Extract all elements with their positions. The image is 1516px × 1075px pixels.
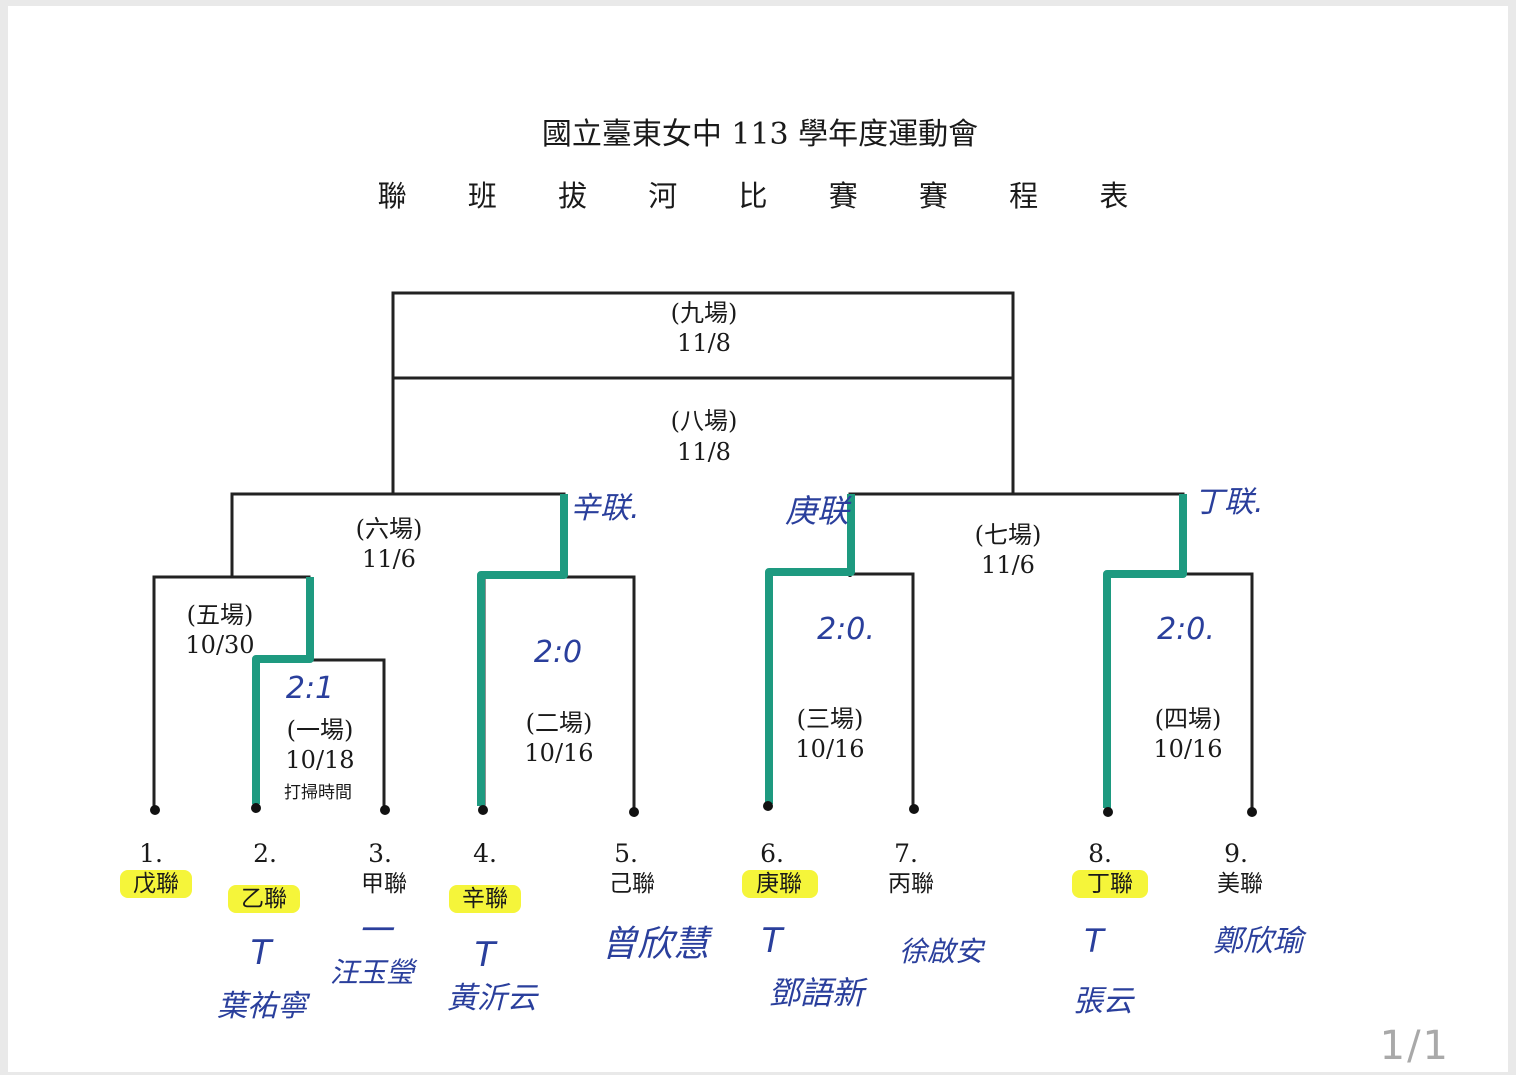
team-3-mark: 一: [358, 911, 395, 951]
team-2-name: 乙聯: [241, 886, 287, 912]
line-match-3: [766, 572, 915, 808]
team-representatives: 葉祐寧 汪玉瑩 黃沂云 曾欣慧 鄧語新 徐啟安 張云 鄭欣瑜: [217, 924, 1307, 1024]
team-5-seed: 5.: [614, 839, 638, 868]
page-indicator: 1/1: [1379, 1023, 1450, 1069]
team-5-name: 己聯: [609, 871, 655, 897]
tournament-sheet: 國立臺東女中 113 學年度運動會 聯 班 拔 河 比 賽 賽 程 表 (九場)…: [8, 6, 1508, 1072]
match-7-winner: 丁联.: [1194, 485, 1264, 520]
endpoint-7: [909, 804, 919, 814]
endpoint-2: [251, 803, 261, 813]
team-2-seed: 2.: [253, 839, 277, 868]
match-4-round: (四場): [1155, 705, 1222, 733]
team-7-seed: 7.: [894, 839, 918, 868]
team-marks: T 一 T T T: [251, 911, 1107, 975]
highlight-team-1: [120, 870, 192, 898]
team-7-name: 丙聯: [888, 871, 934, 897]
winner-path-team-4: [477, 494, 568, 806]
winner-path-team-6: [765, 494, 855, 804]
match-7-round: (七場): [975, 521, 1042, 549]
highlight-team-8: [1072, 870, 1148, 898]
team-8-rep: 張云: [1073, 984, 1135, 1019]
team-6-seed: 6.: [760, 839, 784, 868]
match-2-date: 10/16: [524, 739, 593, 767]
team-4-mark: T: [475, 935, 498, 975]
highlights: [120, 870, 1148, 913]
team-3-name: 甲聯: [361, 871, 407, 897]
match-4-date: 10/16: [1153, 735, 1222, 763]
team-1-seed: 1.: [139, 839, 163, 868]
team-1-name: 戊聯: [133, 871, 179, 897]
document-title: 國立臺東女中 113 學年度運動會: [542, 117, 978, 152]
match-9-date: 11/8: [677, 329, 731, 357]
team-5-rep: 曾欣慧: [601, 924, 713, 965]
endpoint-1: [150, 805, 160, 815]
match-8-date: 11/8: [677, 438, 731, 466]
team-8-seed: 8.: [1088, 839, 1112, 868]
winner-paths: [252, 494, 1187, 808]
team-9-seed: 9.: [1224, 839, 1248, 868]
bracket-canvas: 國立臺東女中 113 學年度運動會 聯 班 拔 河 比 賽 賽 程 表 (九場)…: [120, 117, 1307, 1024]
match-4-score: 2:0.: [1157, 612, 1215, 647]
line-final-9: [391, 291, 1015, 494]
winner-path-team-8: [1103, 494, 1187, 808]
team-2-mark: T: [251, 933, 274, 973]
team-seeds: 1. 2. 3. 4. 5. 6. 7. 8. 9.: [139, 839, 1248, 868]
match-6-round: (六場): [356, 515, 423, 543]
match-1-date: 10/18: [285, 746, 354, 774]
team-7-rep: 徐啟安: [899, 935, 986, 968]
line-match-2: [482, 575, 636, 811]
endpoint-3: [380, 805, 390, 815]
endpoint-9: [1247, 807, 1257, 817]
match-1-round: (一場): [287, 716, 354, 744]
team-2-rep: 葉祐寧: [217, 989, 311, 1024]
match-1-score: 2:1: [286, 671, 334, 706]
match-6-winner: 辛联.: [570, 491, 640, 526]
endpoint-5: [629, 807, 639, 817]
match-2-round: (二場): [526, 709, 593, 737]
highlight-team-6: [742, 870, 818, 898]
line-match-4: [1104, 572, 1254, 811]
match-3-date: 10/16: [795, 735, 864, 763]
match-8-round: (八場): [671, 407, 738, 435]
highlight-team-4: [449, 885, 521, 913]
team-8-name: 丁聯: [1087, 871, 1133, 897]
semifinal-note: 庚联: [785, 492, 852, 530]
match-6-date: 11/6: [362, 545, 416, 573]
match-5-round: (五場): [187, 601, 254, 629]
team-6-mark: T: [762, 921, 785, 961]
team-9-name: 美聯: [1217, 871, 1263, 897]
match-3-round: (三場): [797, 705, 864, 733]
endpoint-8: [1103, 807, 1113, 817]
match-9-round: (九場): [671, 299, 738, 327]
winner-path-team-2: [252, 577, 314, 804]
match-1-note: 打掃時間: [284, 783, 352, 803]
team-4-rep: 黃沂云: [447, 981, 539, 1016]
team-9-rep: 鄭欣瑜: [1213, 924, 1307, 959]
team-8-mark: T: [1084, 922, 1106, 960]
team-6-rep: 鄧語新: [768, 974, 868, 1012]
team-3-rep: 汪玉瑩: [330, 956, 418, 989]
match-2-score: 2:0: [534, 635, 582, 670]
endpoint-6: [763, 801, 773, 811]
team-endpoints: [150, 801, 1257, 817]
match-7-date: 11/6: [981, 551, 1035, 579]
match-3-score: 2:0.: [817, 612, 875, 647]
team-names: 戊聯 乙聯 甲聯 辛聯 己聯 庚聯 丙聯 丁聯 美聯: [133, 871, 1263, 912]
team-3-seed: 3.: [368, 839, 392, 868]
team-4-seed: 4.: [473, 839, 497, 868]
match-5-date: 10/30: [185, 631, 254, 659]
document-subtitle: 聯 班 拔 河 比 賽 賽 程 表: [378, 179, 1155, 213]
highlight-team-2: [228, 885, 300, 913]
team-6-name: 庚聯: [756, 871, 802, 897]
endpoint-4: [478, 805, 488, 815]
team-4-name: 辛聯: [462, 886, 508, 912]
